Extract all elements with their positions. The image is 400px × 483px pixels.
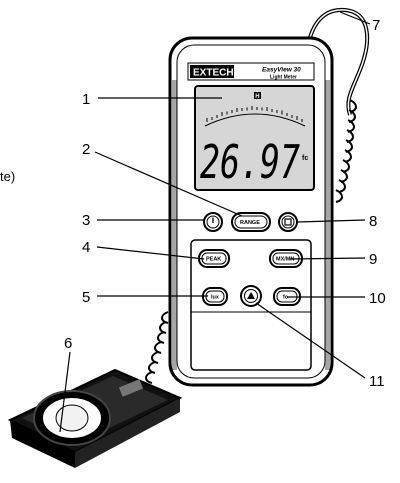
callout-5: 5 bbox=[82, 289, 90, 306]
callout-9: 9 bbox=[369, 251, 377, 268]
brand-logo: EXTECH bbox=[193, 68, 234, 79]
max-min-button[interactable]: MX/MN bbox=[269, 249, 303, 268]
callout-2: 2 bbox=[82, 141, 90, 158]
peak-button-label: PEAK bbox=[206, 257, 221, 263]
meter-subtitle: Light Meter bbox=[270, 75, 297, 81]
callout-1: 1 bbox=[82, 91, 90, 108]
callout-7: 7 bbox=[372, 17, 380, 34]
lcd-display bbox=[194, 85, 315, 191]
fc-button-label: fc bbox=[283, 295, 288, 301]
callout-11: 11 bbox=[369, 373, 385, 390]
callout-10: 10 bbox=[369, 290, 386, 307]
model-name: EasyView 30 bbox=[262, 67, 301, 74]
hold-icon bbox=[284, 218, 292, 226]
lux-button-label: lux bbox=[211, 295, 220, 301]
hold-indicator: H bbox=[255, 94, 259, 100]
keypad-panel bbox=[190, 239, 312, 371]
callout-4: 4 bbox=[82, 239, 90, 256]
callout-8: 8 bbox=[369, 213, 377, 230]
max-min-button-label: MX/MN bbox=[276, 257, 294, 263]
coiled-cable-right bbox=[335, 99, 357, 203]
range-button[interactable]: RANGE bbox=[231, 212, 271, 232]
power-button[interactable] bbox=[203, 212, 223, 232]
callout-lines bbox=[59, 11, 371, 433]
light-icon bbox=[247, 292, 255, 299]
coiled-cable-left bbox=[145, 311, 169, 384]
light-sensor bbox=[7, 368, 183, 468]
lcd-reading: 26.97 bbox=[200, 135, 300, 189]
bargraph-scale bbox=[204, 106, 306, 127]
callout-6: 6 bbox=[64, 335, 72, 352]
lux-button[interactable]: lux bbox=[202, 287, 228, 306]
cropped-side-text: te) bbox=[0, 169, 15, 184]
lcd-unit: fc bbox=[302, 155, 308, 162]
callout-3: 3 bbox=[82, 212, 90, 229]
hold-button[interactable] bbox=[278, 212, 298, 232]
range-button-label: RANGE bbox=[240, 220, 260, 226]
light-button[interactable] bbox=[240, 285, 262, 307]
